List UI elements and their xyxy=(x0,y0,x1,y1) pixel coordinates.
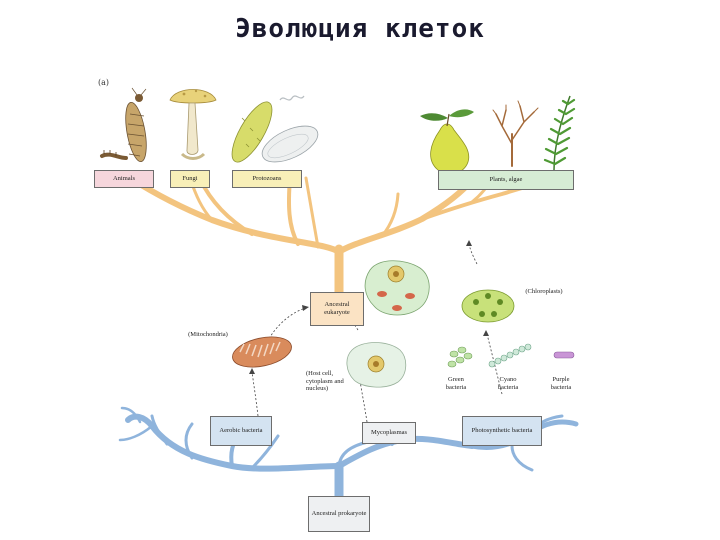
arrow-aerobic-to-mitochondria xyxy=(252,372,258,416)
pear-illustration xyxy=(420,109,474,174)
node-ancestral-eukaryote: Ancestral eukaryote xyxy=(310,292,364,326)
group-box-protozoans: Protozoans xyxy=(232,170,302,188)
arrowhead-mitochondria xyxy=(249,368,255,374)
mitochondrion-illustration xyxy=(230,332,295,372)
cyano-bacteria-illustration xyxy=(489,344,531,367)
group-box-animals: Animals xyxy=(94,170,154,188)
eukaryote-branches xyxy=(130,178,562,292)
label-host-cell: (Host cell, cytoplasm and nucleus) xyxy=(306,370,356,393)
mushroom-illustration xyxy=(170,90,216,159)
group-box-plants-algae: Plants, algae xyxy=(438,170,574,190)
arrowhead-plants xyxy=(466,240,472,246)
arrowhead-eukaryote-left xyxy=(302,305,309,311)
group-box-fungi: Fungi xyxy=(170,170,210,188)
fern-illustration xyxy=(545,96,574,170)
slide-title: Эволюция клеток xyxy=(0,14,720,44)
node-mycoplasmas: Mycoplasmas xyxy=(362,422,416,444)
label-chloroplasts: (Chloroplasts) xyxy=(516,288,572,296)
eukaryote-cell-illustration xyxy=(365,261,429,315)
arrow-chloroplast-to-plants xyxy=(469,244,477,264)
evolution-figure: (a) xyxy=(92,74,582,540)
insect-illustration xyxy=(122,88,150,163)
green-bacteria-illustration xyxy=(448,347,472,367)
purple-bacteria-illustration xyxy=(554,352,574,358)
label-purple-bacteria: Purple bacteria xyxy=(542,376,580,391)
protozoa-illustration xyxy=(225,96,323,169)
node-photosynthetic-bacteria: Photosynthetic bacteria xyxy=(462,416,542,446)
alga-illustration xyxy=(493,101,538,166)
label-cyano-bacteria: Cyano bacteria xyxy=(490,376,526,391)
node-aerobic-bacteria: Aerobic bacteria xyxy=(210,416,272,446)
label-green-bacteria: Green bacteria xyxy=(438,376,474,391)
arrowhead-chloroplast xyxy=(483,330,489,336)
caterpillar-illustration xyxy=(102,150,126,158)
chloroplast-illustration xyxy=(462,290,514,322)
node-ancestral-prokaryote: Ancestral prokaryote xyxy=(308,496,370,532)
label-mitochondria: (Mitochondria) xyxy=(178,331,238,339)
